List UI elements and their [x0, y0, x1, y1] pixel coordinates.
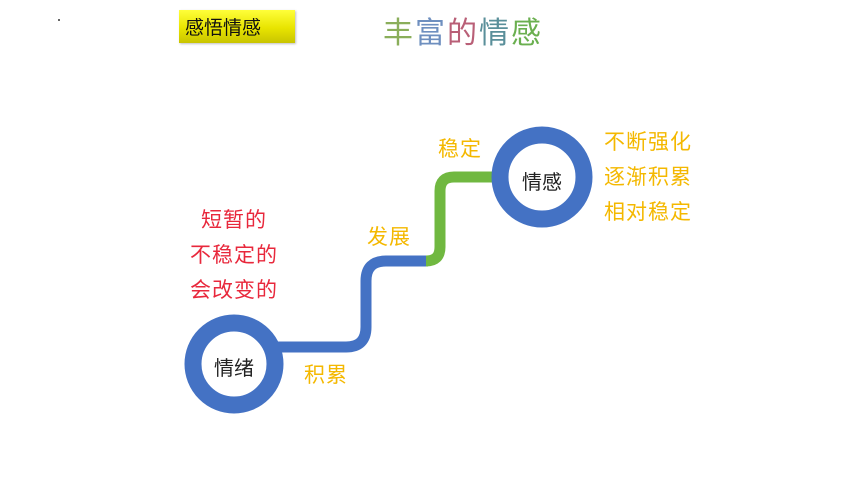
dot-mark: [58, 19, 60, 21]
ring-start: [184, 314, 284, 414]
path-green: [425, 171, 496, 267]
feeling-trait: 逐渐积累: [604, 165, 692, 189]
title-char: 的: [447, 16, 479, 51]
section-tag: 感悟情感: [179, 10, 295, 43]
path-blue: [278, 255, 428, 353]
title-char: 富: [415, 16, 447, 51]
title-char: 丰: [383, 16, 415, 51]
ring-end: [491, 126, 593, 228]
emotion-trait: 会改变的: [190, 278, 278, 302]
feeling-traits: 不断强化 逐渐积累 相对稳定: [604, 125, 692, 230]
label-develop: 发展: [367, 225, 411, 249]
label-accumulate: 积累: [304, 363, 348, 387]
emotion-trait: 不稳定的: [190, 243, 278, 267]
page-title: 丰富的情感: [383, 8, 543, 52]
feeling-trait: 相对稳定: [604, 200, 692, 224]
emotion-traits: 短暂的 不稳定的 会改变的: [0, 203, 468, 308]
label-stable: 稳定: [438, 137, 482, 161]
title-char: 情: [479, 16, 511, 51]
node-start-label: 情绪: [214, 356, 254, 380]
feeling-trait: 不断强化: [604, 130, 692, 154]
title-char: 感: [511, 16, 543, 51]
emotion-trait: 短暂的: [201, 208, 267, 232]
node-end-label: 情感: [522, 170, 562, 194]
